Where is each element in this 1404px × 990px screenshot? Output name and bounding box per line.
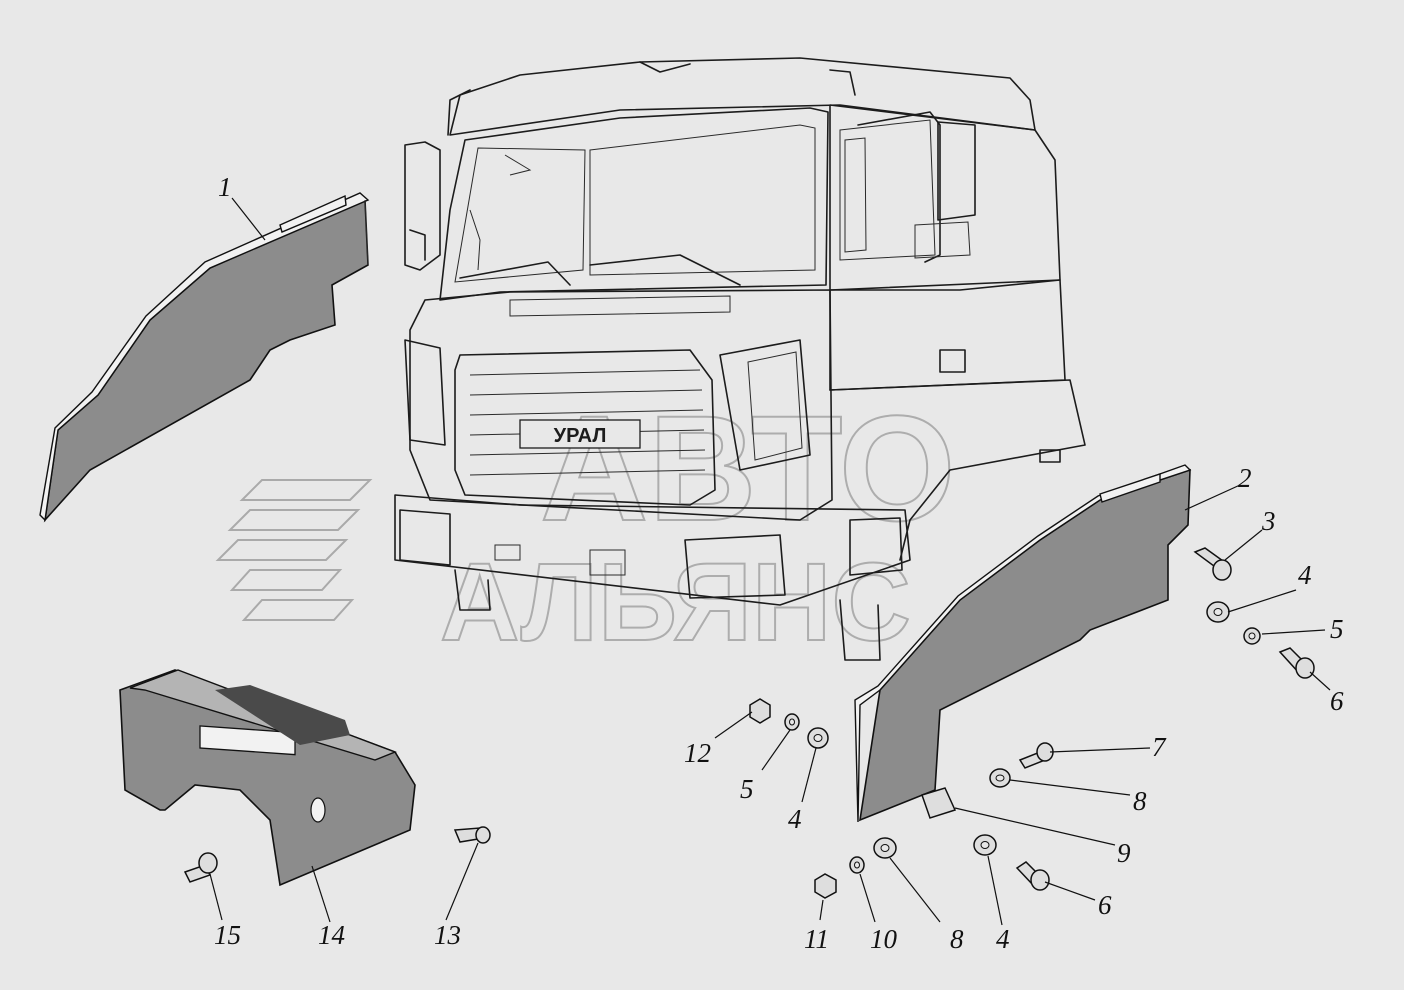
callout-6-lower: 6 [1098,890,1112,920]
grille-badge: УРАЛ [554,425,607,447]
callout-8-upper: 8 [1133,786,1147,816]
part-1-left-panel [39,192,370,523]
callout-11: 11 [804,924,829,954]
callout-13: 13 [434,920,461,950]
truck-cab: УРАЛ [394,57,1086,661]
callout-5-lower: 5 [740,774,754,804]
callout-4-mid: 4 [788,804,802,834]
part-14-housing [119,669,416,887]
fasteners [183,547,1315,899]
callout-12: 12 [684,738,711,768]
callout-2: 2 [1238,463,1252,493]
part-2-right-panel [854,464,1192,823]
callout-8-lower: 8 [950,924,964,954]
callout-4-upper: 4 [1298,560,1312,590]
callout-1: 1 [218,172,232,202]
callout-10: 10 [870,924,898,954]
callout-3: 3 [1261,506,1276,536]
callout-4-lower: 4 [996,924,1010,954]
callout-14: 14 [318,920,345,950]
callout-6-upper: 6 [1330,686,1344,716]
callout-5-upper: 5 [1330,614,1344,644]
callouts: 1 2 3 4 5 6 7 8 9 6 4 8 10 11 12 5 4 13 … [214,172,1344,954]
callout-15: 15 [214,920,241,950]
leader-lines [209,197,1331,926]
watermark-line2: АЛЬЯНС [440,541,911,664]
callout-9: 9 [1117,838,1131,868]
callout-7: 7 [1152,732,1167,762]
